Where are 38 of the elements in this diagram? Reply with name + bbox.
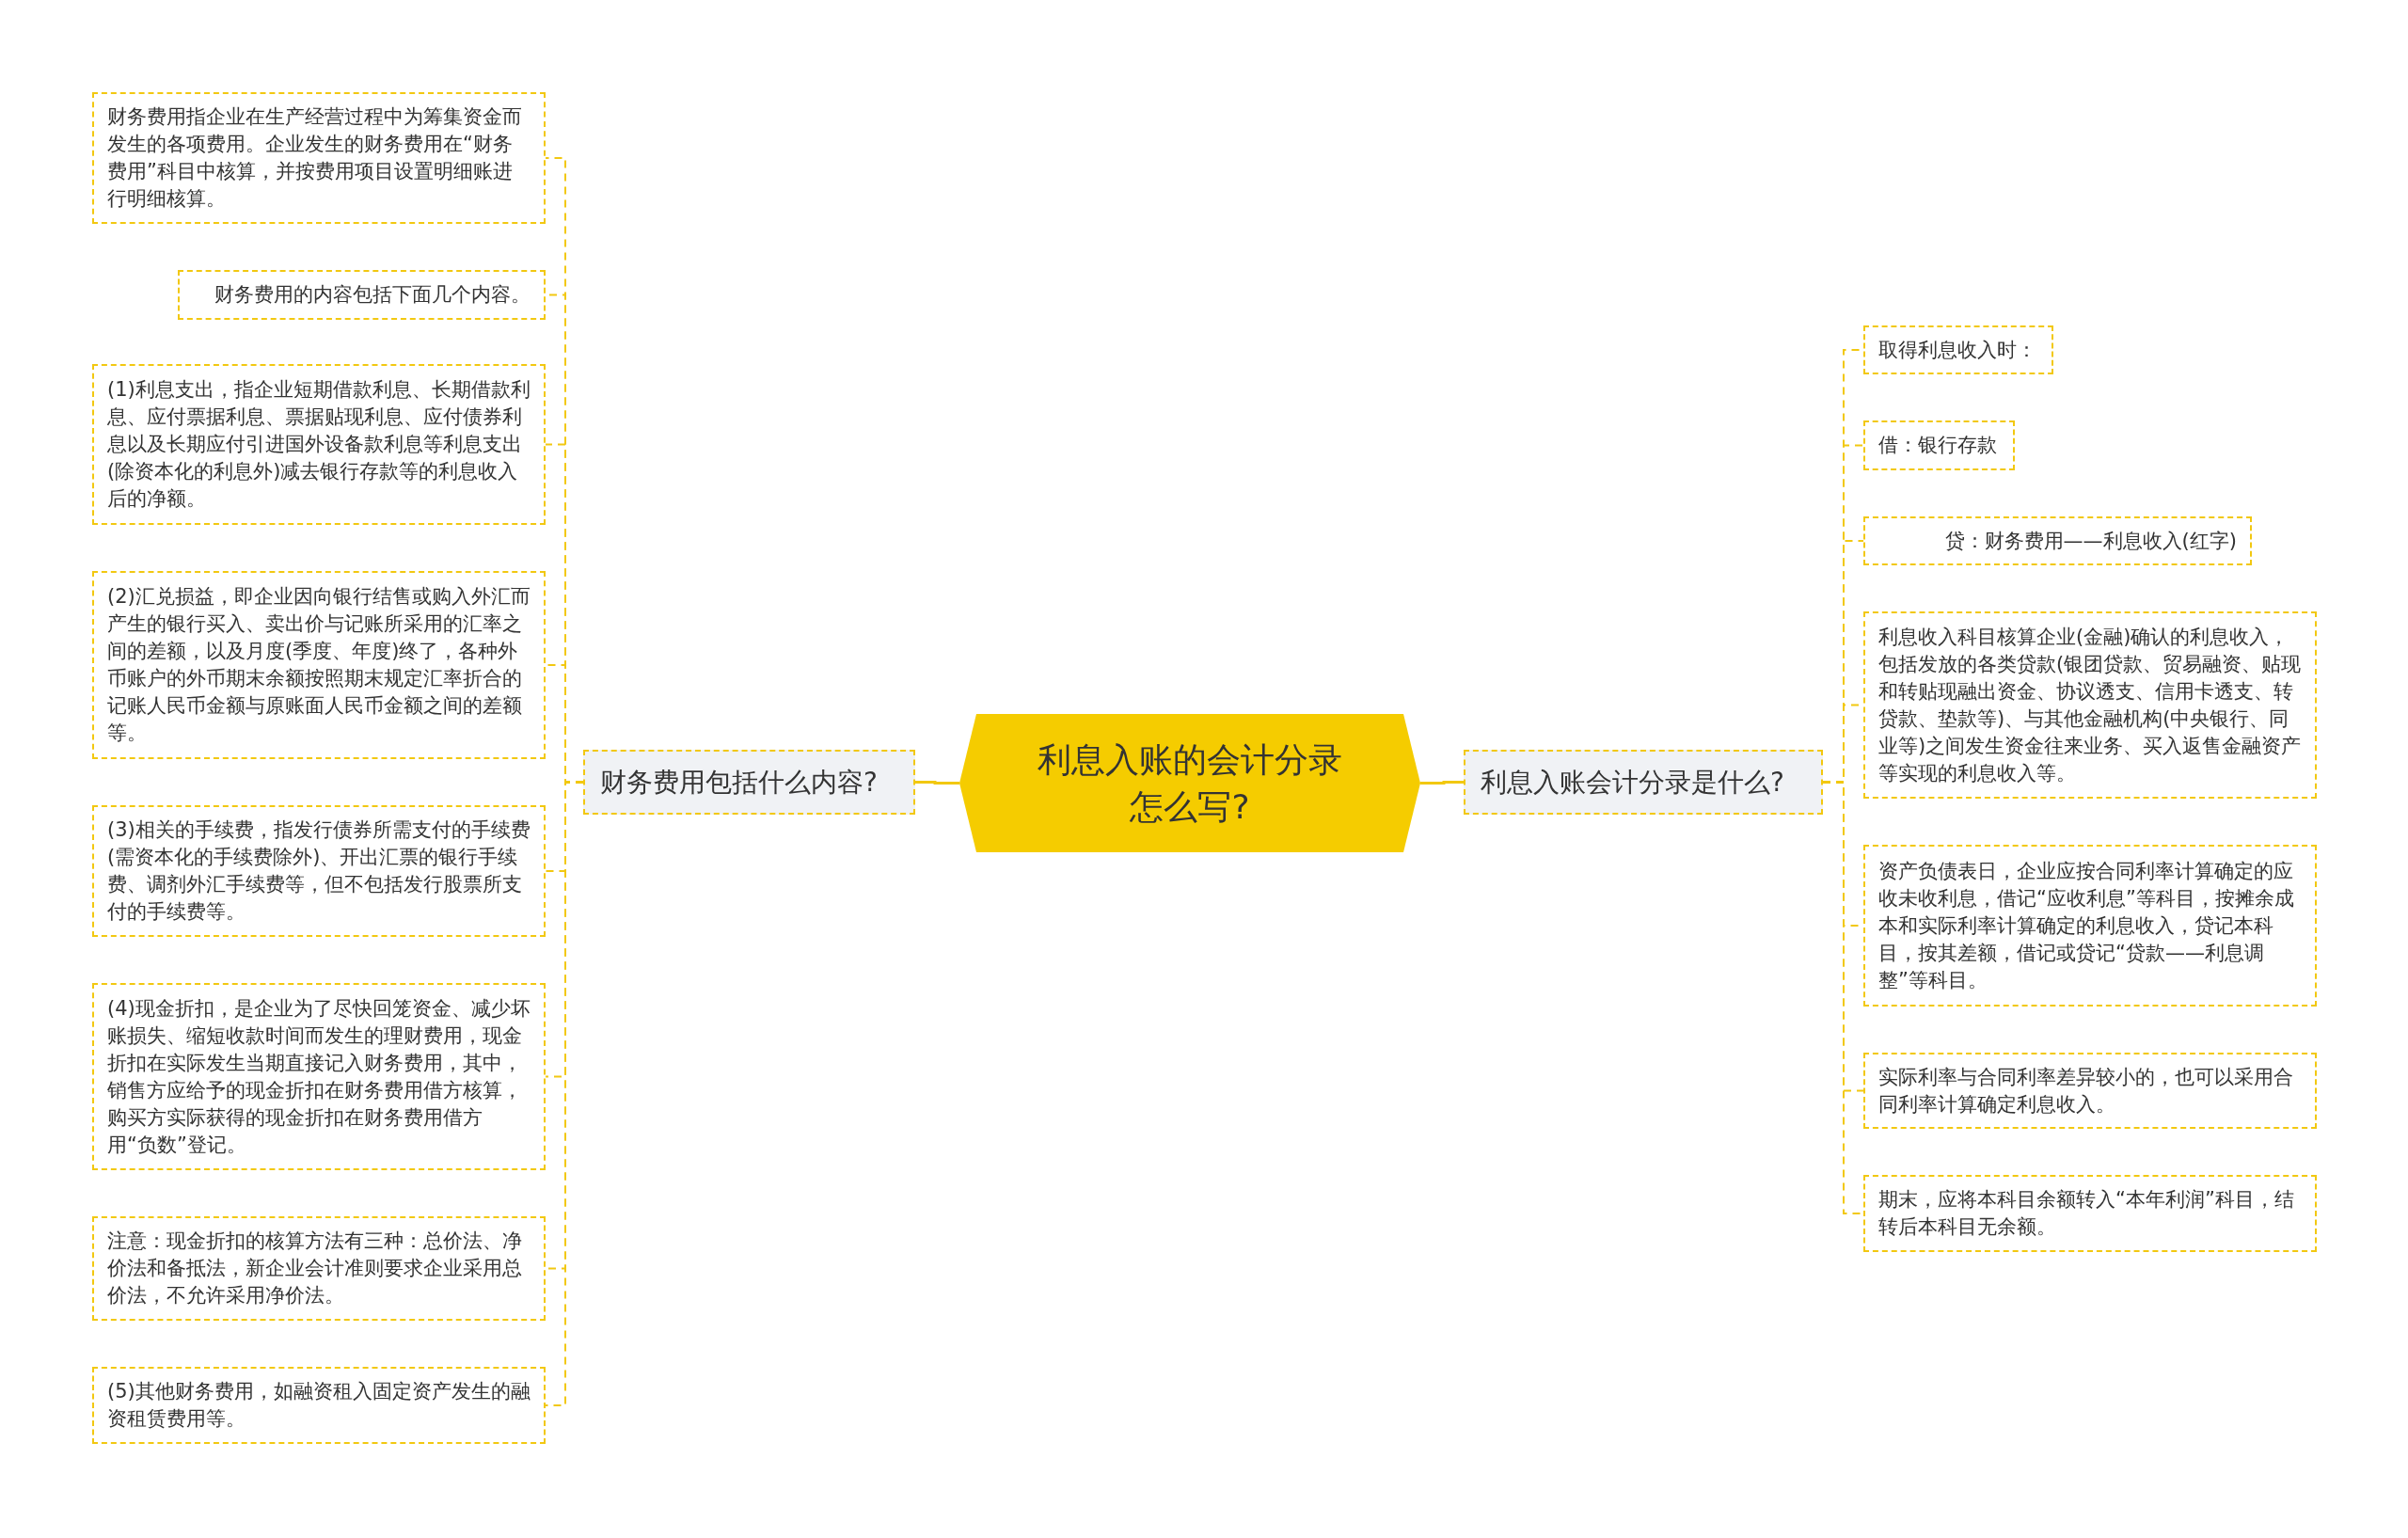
- note-text: (1)利息支出，指企业短期借款利息、长期借款利息、应付票据利息、票据贴现利息、应付债券利息以及长期应付引进国外设备款利息等利息支出(除资本化的利息外)减去银行存款等的利息收入后的净额。: [107, 377, 531, 512]
- note-text: 期末，应将本科目余额转入“本年利润”科目，结转后本科目无余额。: [1878, 1187, 2295, 1240]
- note-text: 借：银行存款: [1878, 433, 1997, 458]
- note-text: 贷：财务费用——利息收入(红字): [1944, 528, 2237, 554]
- note-box: [1863, 1053, 2317, 1129]
- subtopic-text: 利息入账会计分录是什么?: [1481, 765, 1784, 800]
- note-text: 取得利息收入时：: [1878, 337, 2036, 363]
- note-text: (2)汇兑损益，即企业因向银行结售或购入外汇而产生的银行买入、卖出价与记账所采用的汇率之间的差额，以及月度(季度、年度)终了，各种外币账户的外币期末余额按照期末规定汇率折合的记账人民币金额与原账面人民币金额之间的差额等。: [107, 584, 531, 746]
- note-text: 利息收入科目核算企业(金融)确认的利息收入，包括发放的各类贷款(银团贷款、贸易融资、贴现和转贴现融出资金、协议透支、信用卡透支、转贷款、垫款等)、与其他金融机构(中央银行、同业等)之间发生资金往来业务、买入返售金融资产等实现的利息收入等。: [1878, 624, 2302, 786]
- subtopic-box: [1464, 750, 1823, 815]
- subtopic-text: 财务费用包括什么内容?: [600, 765, 878, 800]
- note-text: 财务费用指企业在生产经营过程中为筹集资金而发生的各项费用。企业发生的财务费用在“财务费用”科目中核算，并按费用项目设置明细账进行明细核算。: [107, 104, 523, 212]
- note-box: [1863, 325, 2053, 374]
- note-box: [92, 805, 546, 937]
- connector-line: [915, 781, 959, 785]
- topic-hexagon: [959, 714, 1420, 852]
- note-box: [1863, 611, 2317, 799]
- note-box: [92, 1216, 546, 1321]
- note-box: [92, 1367, 546, 1444]
- note-box: [1863, 845, 2317, 1007]
- note-text: 实际利率与合同利率差异较小的，也可以采用合同利率计算确定利息收入。: [1878, 1064, 2294, 1118]
- note-box: [92, 571, 546, 759]
- subtopic-box: [583, 750, 915, 815]
- topic-text: 利息入账的会计分录怎么写?: [1037, 738, 1343, 828]
- note-text: 注意：现金折扣的核算方法有三种：总价法、净价法和备抵法，新企业会计准则要求企业采用总价法，不允许采用净价法。: [107, 1229, 523, 1308]
- note-text: 财务费用的内容包括下面几个内容。: [214, 282, 531, 308]
- note-text: (5)其他财务费用，如融资租入固定资产发生的融资租赁费用等。: [107, 1379, 531, 1432]
- note-box: [178, 270, 546, 320]
- connector-line: [1420, 781, 1464, 785]
- note-box: [92, 92, 546, 224]
- note-box: [92, 983, 546, 1170]
- note-text: (3)相关的手续费，指发行债券所需支付的手续费(需资本化的手续费除外)、开出汇票的银行手续费、调剂外汇手续费等，但不包括发行股票所支付的手续费等。: [107, 817, 531, 925]
- note-box: [92, 364, 546, 525]
- note-box: [1863, 1175, 2317, 1252]
- note-text: 资产负债表日，企业应按合同利率计算确定的应收未收利息，借记“应收利息”等科目，按摊余成本和实际利率计算确定的利息收入，贷记本科目，按其差额，借记或贷记“贷款——利息调整”等科目。: [1878, 858, 2295, 993]
- note-box: [1863, 516, 2252, 565]
- note-box: [1863, 420, 2015, 470]
- note-text: (4)现金折扣，是企业为了尽快回笼资金、减少坏账损失、缩短收款时间而发生的理财费用，现金折扣在实际发生当期直接记入财务费用，其中，销售方应给予的现金折扣在财务费用借方核算，购买方实际获得的现金折扣在财务费用借方用“负数”登记。: [107, 995, 531, 1158]
